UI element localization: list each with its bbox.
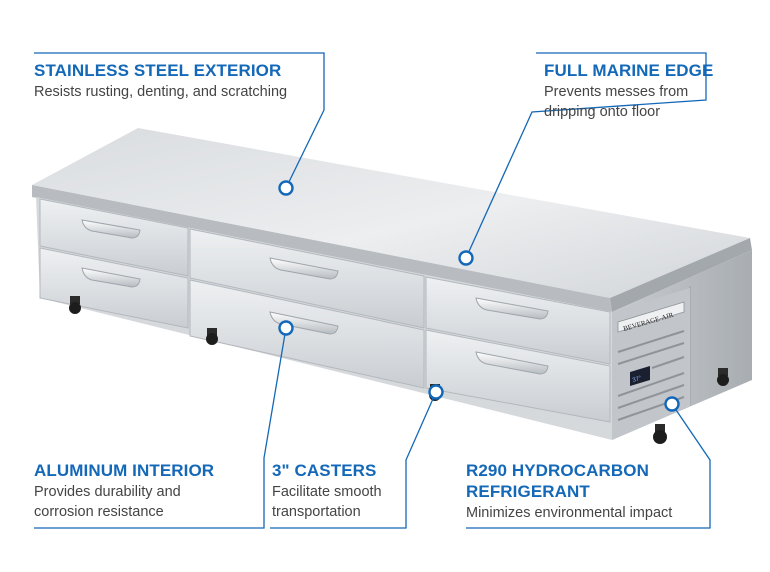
handle-icon [269,311,339,335]
callout-aluminum-interior: ALUMINUM INTERIOR Provides durability an… [34,460,214,522]
callout-description: Facilitate smooth [272,484,382,500]
handle-icon [81,267,141,288]
handle-icon [475,297,549,320]
control-panel: BEVERAGE-AIR 37° [612,288,690,440]
callout-title: ALUMINUM INTERIOR [34,461,215,480]
callout-marine-edge: FULL MARINE EDGE Prevents messes from dr… [544,60,713,122]
callout-lines [34,52,711,529]
handle-icon [81,219,141,239]
callout-stainless-steel: STAINLESS STEEL EXTERIOR Resists rusting… [34,60,287,102]
top-surface [32,128,752,312]
callout-casters: 3" CASTERS Facilitate smooth transportat… [272,460,382,522]
drawer-bottom-right[interactable] [425,329,611,423]
marker-dot-icon [458,250,474,266]
callout-description: Provides durability and [34,484,181,500]
leader-line-stainless [34,52,325,189]
leader-line-aluminum [34,327,287,529]
callout-description: Minimizes environmental impact [466,505,673,521]
drawer-top-right[interactable] [425,276,611,365]
temperature-display [630,366,650,386]
leader-line-marine [465,52,707,259]
callout-title: REFRIGERANT [466,482,590,501]
drawer-top-left[interactable] [39,198,189,277]
handle-icon [475,351,549,375]
caster-wheel-icon [653,424,667,444]
marker-dot-icon [428,384,444,400]
drawer-bottom-middle[interactable] [189,279,425,389]
callout-title: R290 HYDROCARBON [466,461,649,480]
callout-description: transportation [272,504,361,520]
caster-wheel-icon [717,368,729,386]
marker-dot-icon [664,396,680,412]
callout-title: 3" CASTERS [272,461,377,480]
drawer-top-middle[interactable] [189,228,425,329]
marker-dot-icon [278,320,294,336]
drawers [39,198,611,423]
leader-line-casters [270,391,437,529]
handle-icon [269,257,339,280]
callout-markers [278,180,680,412]
callout-description: corrosion resistance [34,504,164,520]
display-reading: 37° [632,375,643,383]
callout-title: STAINLESS STEEL EXTERIOR [34,61,282,80]
caster-wheel-icon [206,328,218,345]
callout-description: dripping onto floor [544,104,661,120]
brand-plate [617,301,685,333]
vent-grille [617,330,685,421]
caster-wheel-icon [69,296,81,314]
callout-title: FULL MARINE EDGE [544,61,714,80]
drawer-handles [81,219,549,375]
leader-line-refrigerant [466,403,711,529]
callout-description: Prevents messes from [544,84,689,100]
callout-refrigerant: R290 HYDROCARBON REFRIGERANT Minimizes e… [466,460,672,523]
callout-description: Resists rusting, denting, and scratching [34,84,288,100]
marker-dot-icon [278,180,294,196]
drawer-bottom-left[interactable] [39,247,189,329]
